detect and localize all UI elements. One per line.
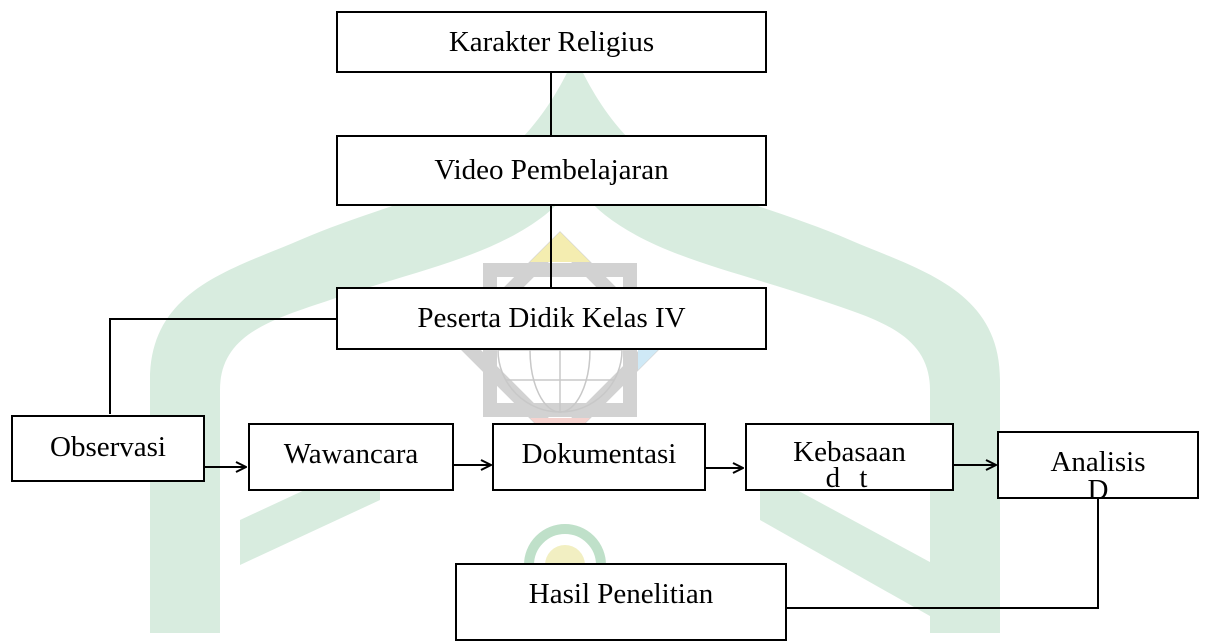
node-kebasaan: Kebasaan d t [745,423,954,491]
node-kebasaan-overflow-text: d t [825,462,874,491]
node-wawancara-label: Wawancara [283,438,419,470]
node-analisis-label: Analisis [1050,446,1146,478]
connector-analisis-hasil [787,498,1099,609]
node-hasil-penelitian: Hasil Penelitian [455,563,787,641]
node-hasil-label: Hasil Penelitian [528,578,714,610]
node-dokumentasi: Dokumentasi [492,423,706,491]
node-wawancara: Wawancara [248,423,454,491]
node-dokumentasi-label: Dokumentasi [521,438,677,470]
node-peserta-didik: Peserta Didik Kelas IV [336,287,767,350]
node-analisis-overflow-text: D [1087,474,1109,499]
node-analisis: Analisis D [997,431,1199,499]
node-karakter-label: Karakter Religius [448,26,655,58]
node-observasi: Observasi [11,415,205,482]
node-observasi-label: Observasi [50,431,166,463]
node-karakter-religius: Karakter Religius [336,11,767,73]
node-kebasaan-label: Kebasaan [793,436,906,468]
node-peserta-label: Peserta Didik Kelas IV [417,302,686,334]
connector-peserta-observasi [109,318,336,414]
node-video-label: Video Pembelajaran [434,154,669,186]
node-video-pembelajaran: Video Pembelajaran [336,135,767,206]
